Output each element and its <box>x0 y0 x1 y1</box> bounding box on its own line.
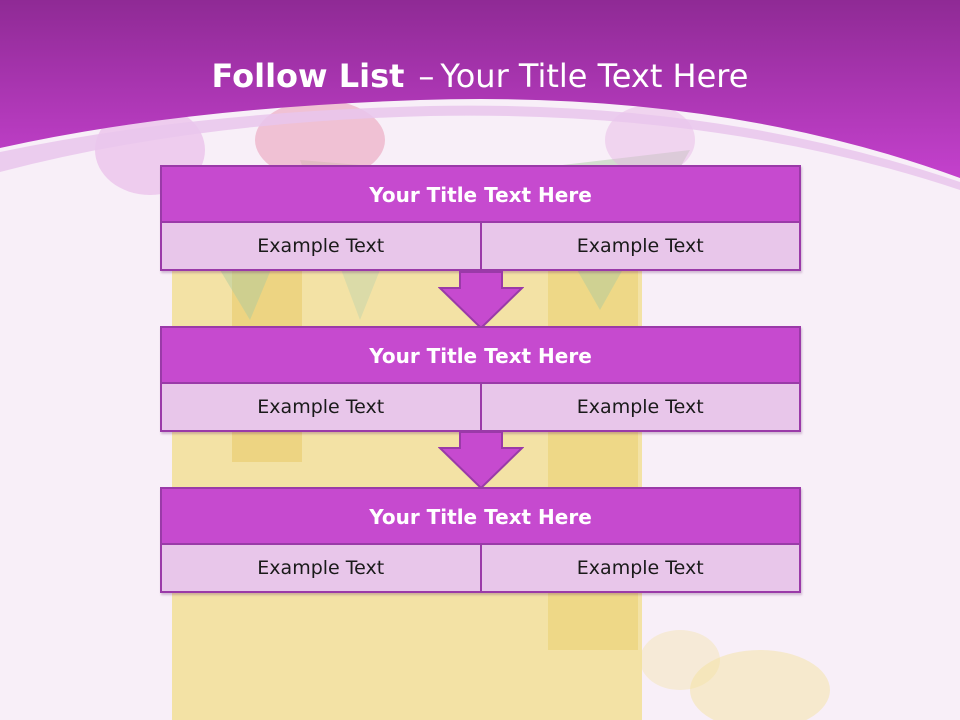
down-arrow-icon <box>438 431 524 490</box>
step-cell-left: Example Text <box>257 235 385 257</box>
step-block-1: Your Title Text Here Example Text Exampl… <box>160 165 801 271</box>
step-cell-left: Example Text <box>257 396 385 418</box>
step-row: Example Text Example Text <box>162 384 799 430</box>
step-cell-right: Example Text <box>479 545 800 591</box>
step-block-2: Your Title Text Here Example Text Exampl… <box>160 326 801 432</box>
step-cell-right: Example Text <box>479 223 800 269</box>
step-row: Example Text Example Text <box>162 223 799 269</box>
step-cell-right: Example Text <box>479 384 800 430</box>
step-cell-left: Example Text <box>257 557 385 579</box>
step-title: Your Title Text Here <box>162 167 799 223</box>
step-title: Your Title Text Here <box>162 489 799 545</box>
step-block-3: Your Title Text Here Example Text Exampl… <box>160 487 801 593</box>
slide-title-bold: Follow List <box>211 57 405 95</box>
step-title: Your Title Text Here <box>162 328 799 384</box>
slide-title-dash: – <box>418 57 435 95</box>
slide-title: Follow List–Your Title Text Here <box>0 52 960 100</box>
step-row: Example Text Example Text <box>162 545 799 591</box>
down-arrow-icon <box>438 271 524 330</box>
slide-title-rest: Your Title Text Here <box>440 57 749 95</box>
